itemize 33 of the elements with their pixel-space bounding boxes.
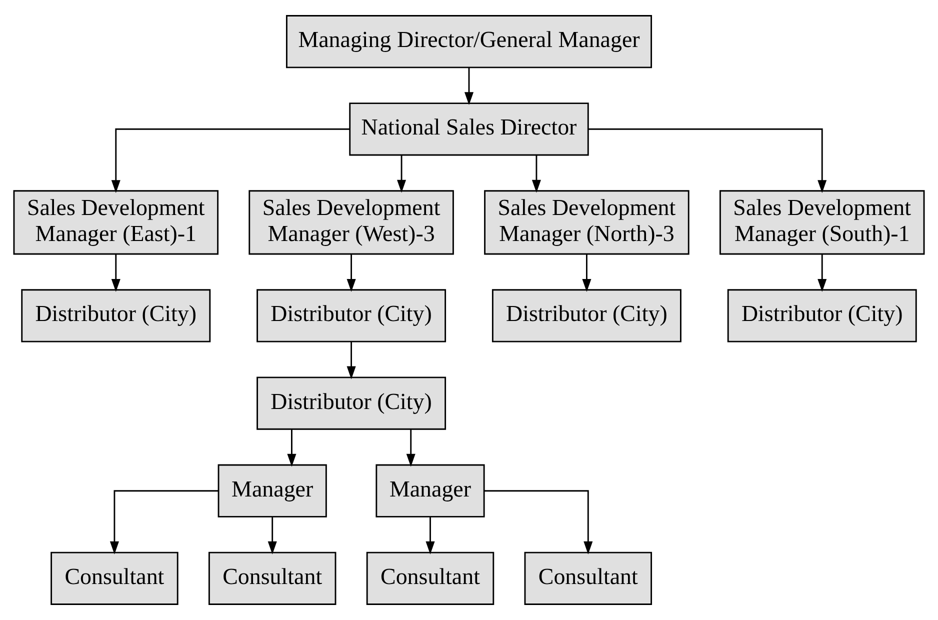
arrow: [818, 254, 827, 292]
node-box: Consultant: [524, 552, 652, 605]
arrow: [111, 254, 120, 292]
arrow: [484, 490, 593, 554]
node-box: Consultant: [366, 552, 494, 605]
arrow: [397, 155, 406, 193]
arrow: [111, 128, 350, 194]
arrow: [582, 254, 592, 292]
node-box: Distributor (City): [492, 289, 682, 342]
node-box: Sales Development Manager (South)-1: [719, 190, 925, 255]
arrow: [532, 155, 541, 193]
arrow: [110, 490, 218, 554]
node-box: Distributor (City): [256, 289, 446, 342]
node-box: Sales Development Manager (North)-3: [484, 190, 690, 255]
arrow: [464, 68, 474, 106]
arrow: [426, 517, 435, 554]
node-box: Distributor (City): [256, 376, 446, 430]
node-box: National Sales Director: [349, 102, 589, 156]
arrow: [346, 254, 356, 292]
node-box: Consultant: [208, 552, 336, 605]
node-box: Sales Development Manager (West)-3: [248, 190, 454, 255]
arrow: [287, 430, 296, 467]
arrow: [268, 517, 277, 554]
node-box: Manager: [218, 464, 327, 518]
arrow: [588, 128, 827, 194]
node-box: Manager: [376, 464, 485, 518]
node-box: Sales Development Manager (East)-1: [13, 190, 219, 255]
node-box: Distributor (City): [727, 289, 917, 342]
arrow: [346, 342, 356, 380]
arrow: [406, 430, 416, 467]
node-box: Distributor (City): [21, 289, 211, 342]
node-box: Managing Director/General Manager: [286, 15, 652, 68]
node-box: Consultant: [50, 552, 178, 605]
